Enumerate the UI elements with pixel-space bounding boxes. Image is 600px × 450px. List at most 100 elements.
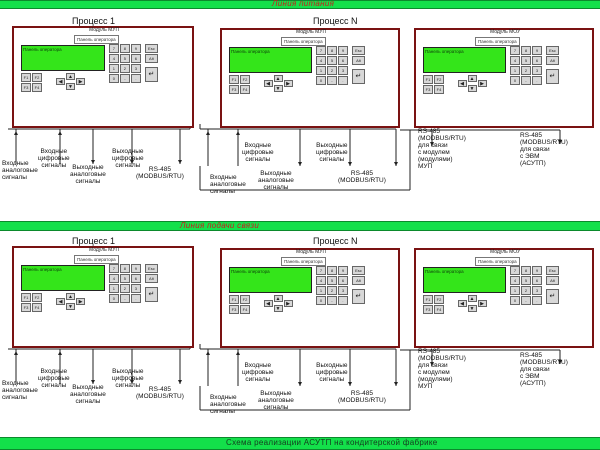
numeric-key[interactable]: 8	[520, 266, 531, 275]
numeric-key[interactable]: 3	[531, 66, 542, 75]
numeric-key[interactable]: 4	[108, 274, 119, 283]
numeric-key[interactable]: 8	[326, 46, 337, 55]
numeric-key[interactable]: 6	[130, 274, 141, 283]
arrow-down-icon[interactable]: ▼	[66, 303, 76, 310]
arrow-up-icon[interactable]: ▲	[66, 73, 76, 80]
numeric-key[interactable]: 2	[326, 66, 337, 75]
function-key[interactable]: F4	[240, 305, 250, 314]
numeric-key[interactable]: 0	[315, 76, 326, 85]
function-key[interactable]: F4	[434, 305, 444, 314]
function-key[interactable]: F3	[423, 85, 433, 94]
numeric-key[interactable]: 6	[130, 54, 141, 63]
numeric-key[interactable]: 6	[531, 56, 542, 65]
numeric-key[interactable]: .	[337, 296, 348, 305]
arrow-up-icon[interactable]: ▲	[273, 295, 283, 302]
numeric-key[interactable]: 2	[119, 284, 130, 293]
arrow-up-icon[interactable]: ▲	[66, 293, 76, 300]
numeric-key[interactable]: .	[130, 74, 141, 83]
enter-key[interactable]: ↵	[545, 289, 559, 304]
function-key[interactable]: F4	[32, 83, 42, 92]
enter-key[interactable]: ↵	[351, 69, 365, 84]
arrow-down-icon[interactable]: ▼	[66, 83, 76, 90]
numeric-key[interactable]: 7	[509, 46, 520, 55]
alt-key[interactable]: Alt	[351, 276, 365, 285]
esc-key[interactable]: Esc	[144, 44, 158, 53]
arrow-up-icon[interactable]: ▲	[273, 75, 283, 82]
numeric-key[interactable]: 7	[108, 264, 119, 273]
esc-key[interactable]: Esc	[351, 46, 365, 55]
function-key[interactable]: F1	[229, 75, 239, 84]
arrow-up-icon[interactable]: ▲	[467, 75, 477, 82]
arrow-left-icon[interactable]: ◀	[457, 300, 467, 307]
function-key[interactable]: F3	[229, 85, 239, 94]
numeric-key[interactable]: 2	[520, 286, 531, 295]
function-key[interactable]: F2	[434, 75, 444, 84]
numeric-key[interactable]: 5	[326, 56, 337, 65]
numeric-key[interactable]: 1	[509, 66, 520, 75]
arrow-right-icon[interactable]: ▶	[283, 80, 293, 87]
numeric-key[interactable]: 4	[509, 56, 520, 65]
numeric-key[interactable]: 3	[130, 284, 141, 293]
arrow-left-icon[interactable]: ◀	[263, 80, 273, 87]
numeric-key[interactable]: 7	[509, 266, 520, 275]
arrow-right-icon[interactable]: ▶	[76, 78, 86, 85]
numeric-key[interactable]: 1	[315, 66, 326, 75]
alt-key[interactable]: Alt	[144, 54, 158, 63]
alt-key[interactable]: Alt	[144, 274, 158, 283]
numeric-key[interactable]: 2	[119, 64, 130, 73]
numeric-key[interactable]: 4	[315, 276, 326, 285]
alt-key[interactable]: Alt	[545, 276, 559, 285]
numeric-key[interactable]: 8	[119, 264, 130, 273]
enter-key[interactable]: ↵	[545, 69, 559, 84]
numeric-key[interactable]: -	[326, 76, 337, 85]
arrow-down-icon[interactable]: ▼	[467, 85, 477, 92]
esc-key[interactable]: Esc	[351, 266, 365, 275]
numeric-key[interactable]: 9	[531, 266, 542, 275]
numeric-key[interactable]: 8	[326, 266, 337, 275]
function-key[interactable]: F3	[229, 305, 239, 314]
esc-key[interactable]: Esc	[545, 266, 559, 275]
numeric-key[interactable]: 1	[509, 286, 520, 295]
numeric-key[interactable]: -	[119, 74, 130, 83]
numeric-key[interactable]: 5	[119, 274, 130, 283]
esc-key[interactable]: Esc	[144, 264, 158, 273]
numeric-key[interactable]: 9	[531, 46, 542, 55]
arrow-right-icon[interactable]: ▶	[477, 300, 487, 307]
function-key[interactable]: F4	[434, 85, 444, 94]
function-key[interactable]: F1	[21, 73, 31, 82]
numeric-key[interactable]: 1	[315, 286, 326, 295]
numeric-key[interactable]: -	[326, 296, 337, 305]
function-key[interactable]: F3	[21, 303, 31, 312]
function-key[interactable]: F1	[229, 295, 239, 304]
function-key[interactable]: F4	[32, 303, 42, 312]
numeric-key[interactable]: 2	[520, 66, 531, 75]
numeric-key[interactable]: 4	[315, 56, 326, 65]
esc-key[interactable]: Esc	[545, 46, 559, 55]
numeric-key[interactable]: .	[531, 296, 542, 305]
alt-key[interactable]: Alt	[545, 56, 559, 65]
numeric-key[interactable]: 9	[337, 266, 348, 275]
numeric-key[interactable]: 7	[108, 44, 119, 53]
numeric-key[interactable]: 0	[509, 76, 520, 85]
numeric-key[interactable]: 0	[315, 296, 326, 305]
function-key[interactable]: F1	[423, 75, 433, 84]
function-key[interactable]: F1	[423, 295, 433, 304]
numeric-key[interactable]: 1	[108, 64, 119, 73]
numeric-key[interactable]: .	[337, 76, 348, 85]
arrow-down-icon[interactable]: ▼	[467, 305, 477, 312]
numeric-key[interactable]: 3	[337, 286, 348, 295]
alt-key[interactable]: Alt	[351, 56, 365, 65]
function-key[interactable]: F3	[21, 83, 31, 92]
function-key[interactable]: F2	[32, 293, 42, 302]
numeric-key[interactable]: 0	[509, 296, 520, 305]
numeric-key[interactable]: 6	[337, 276, 348, 285]
enter-key[interactable]: ↵	[144, 287, 158, 302]
arrow-left-icon[interactable]: ◀	[56, 298, 66, 305]
numeric-key[interactable]: 6	[531, 276, 542, 285]
numeric-key[interactable]: -	[520, 296, 531, 305]
numeric-key[interactable]: 8	[520, 46, 531, 55]
function-key[interactable]: F2	[240, 295, 250, 304]
numeric-key[interactable]: 8	[119, 44, 130, 53]
function-key[interactable]: F3	[423, 305, 433, 314]
numeric-key[interactable]: 9	[130, 44, 141, 53]
